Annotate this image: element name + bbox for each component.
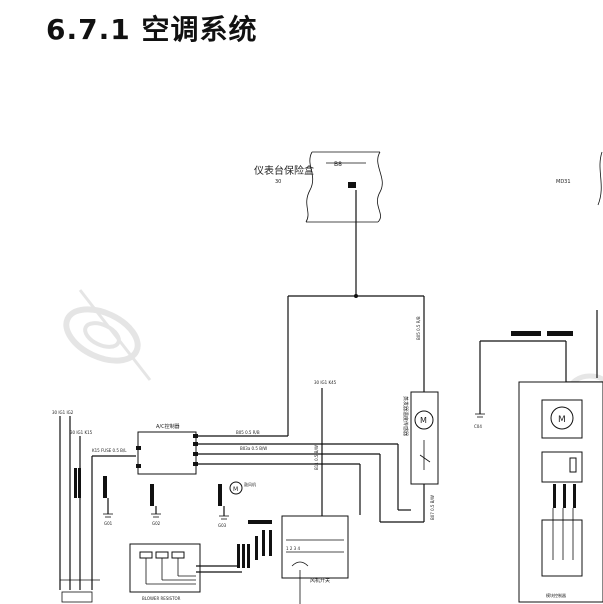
- right-motor-module: M: [518, 381, 603, 603]
- ground-3-label: G03: [218, 523, 227, 528]
- ground-right-label: C04: [474, 424, 482, 429]
- wire-label-3: B11 0.5 B/W: [314, 445, 319, 470]
- fan-switch: [248, 515, 349, 604]
- ground-2-label: G02: [152, 521, 161, 526]
- ground-symbol: [103, 498, 113, 518]
- blower-motor-symbol: M: [233, 486, 238, 493]
- evaporator-module: M: [410, 391, 439, 485]
- page-title: 6.7.1 空调系统: [46, 13, 258, 46]
- wire-label-right: B07 0.5 B/W: [430, 495, 435, 520]
- fuse-right-label: MD31: [556, 179, 571, 185]
- blower-label: 鼓风机: [244, 481, 256, 487]
- module-motor-label: M: [420, 416, 427, 425]
- left-mid-label: 30 IG1 K15: [70, 430, 93, 435]
- fuse-id-label: B8: [334, 161, 342, 168]
- wire-label-2: B03a 0.5 B/W: [240, 446, 267, 451]
- top-center-label: 30 IG1 K45: [314, 380, 337, 385]
- wire-label-1: B05 0.5 R/B: [236, 430, 260, 435]
- ground-symbol: [151, 506, 161, 518]
- right-motor-label: M: [558, 415, 566, 425]
- watermark-logo: [63, 289, 152, 381]
- fuse-pin-label: 30: [275, 179, 281, 185]
- ground-1-label: G01: [104, 521, 113, 526]
- wire-label-top: B05 0.5 R/B: [416, 316, 421, 340]
- fusebox-label: 仪表台保险盒: [254, 164, 314, 177]
- fuse-box: B8: [305, 151, 383, 223]
- ac-controller-label: A/C控制器: [156, 423, 180, 430]
- evaporator-label: 蒸发器温度传感器: [402, 396, 409, 436]
- switch-positions: 1 2 3 4: [286, 546, 300, 551]
- ground-symbol: [219, 506, 229, 520]
- left-top-label: 30 IG1 IG2: [52, 410, 74, 415]
- ac-controller: [136, 431, 198, 475]
- blower-resistor-label: BLOWER RESISTOR: [142, 596, 181, 601]
- blower-motor: M: [218, 481, 243, 506]
- blower-resistor: [129, 543, 242, 593]
- connector-label: K15 FUSE 0.5 B/L: [92, 448, 127, 453]
- right-bottom-label: 模块控制器: [546, 592, 566, 598]
- switch-label: 风机开关: [310, 577, 330, 584]
